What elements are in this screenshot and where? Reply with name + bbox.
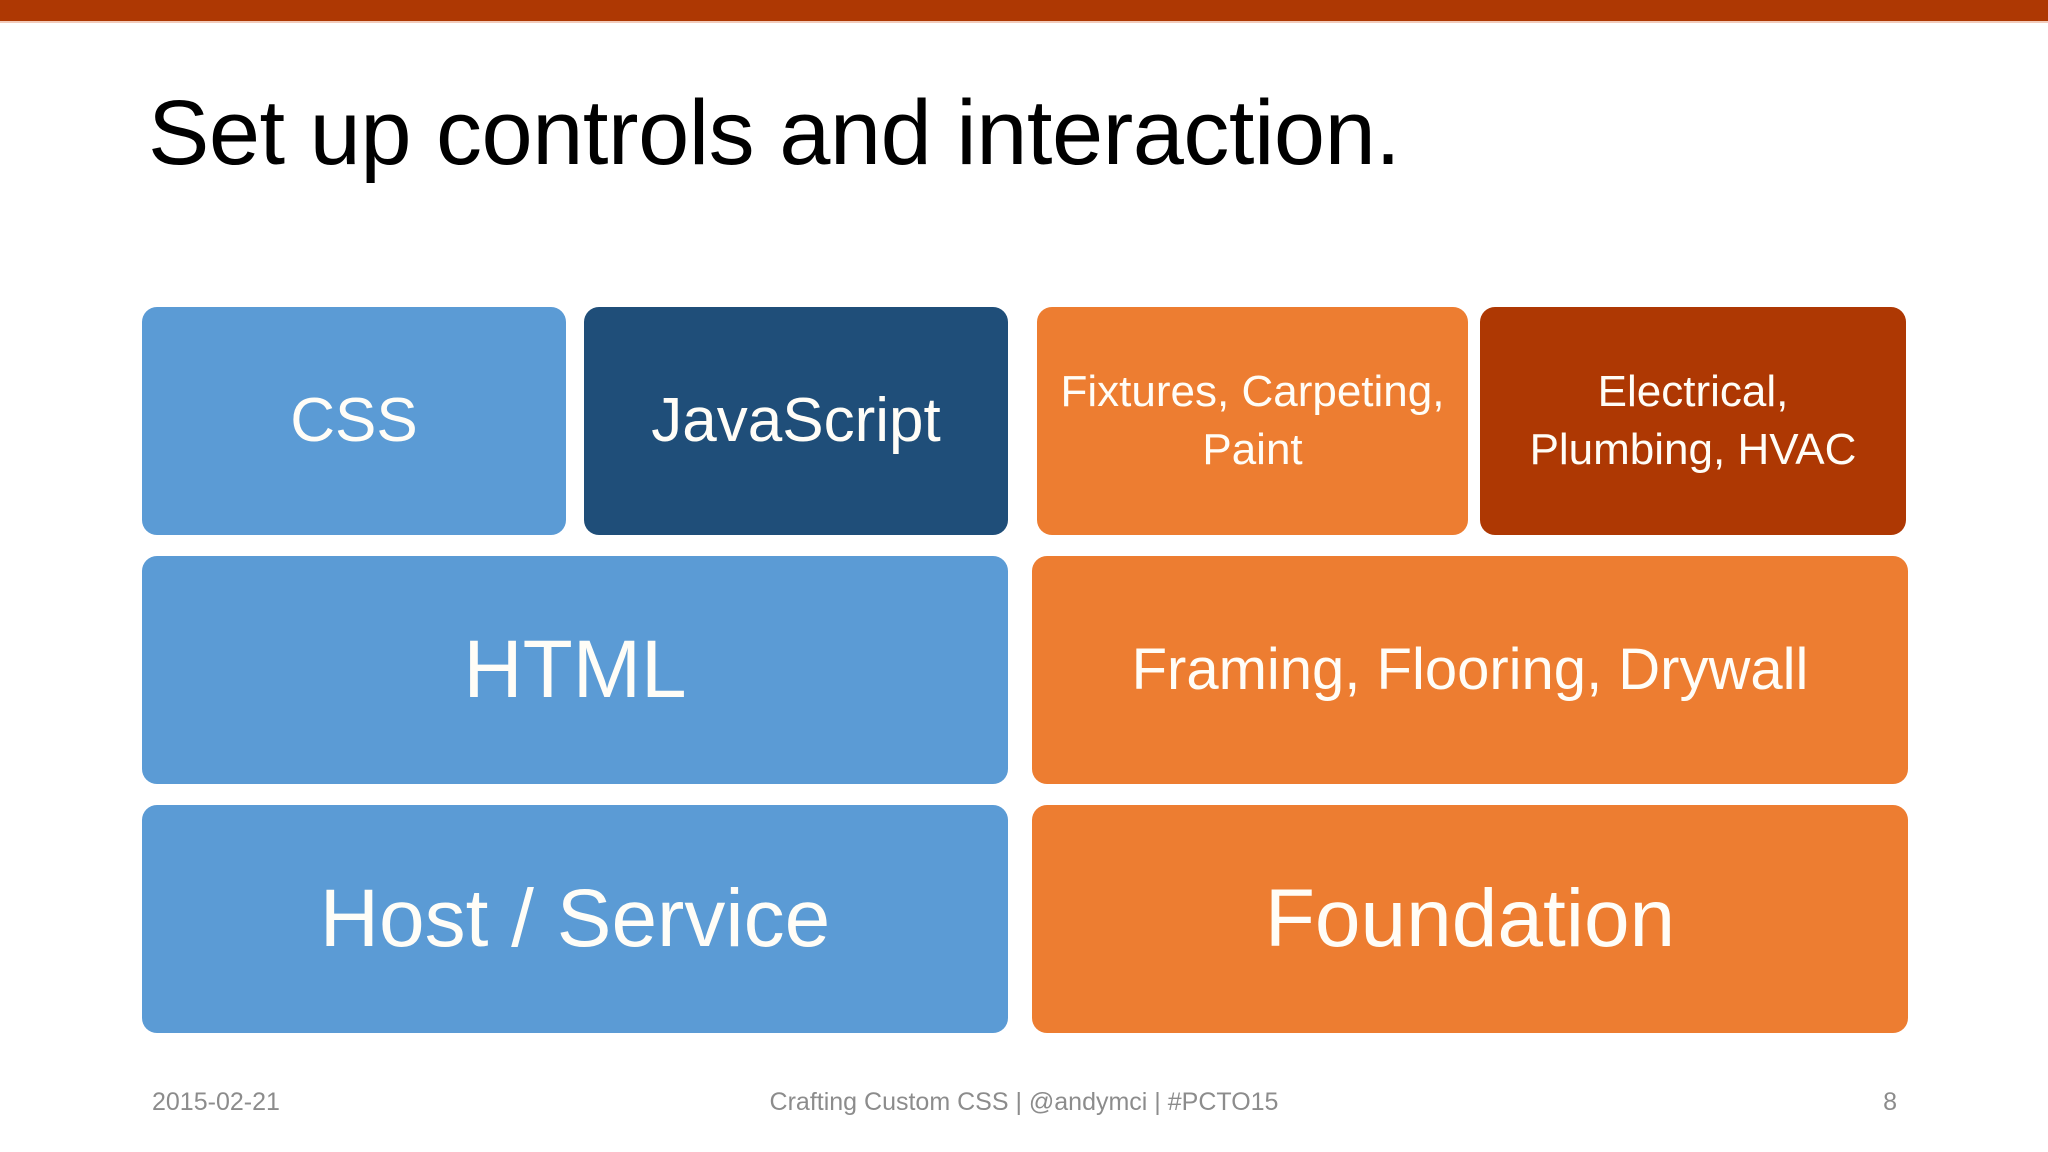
footer-caption: Crafting Custom CSS | @andymci | #PCTO15 — [769, 1088, 1279, 1116]
footer-page-number: 8 — [1883, 1088, 1897, 1116]
diagram-box-electrical-label: Electrical, Plumbing, HVAC — [1529, 366, 1857, 474]
diagram-box-html[interactable]: HTML — [142, 556, 1008, 784]
diagram-box-foundation-label: Foundation — [1264, 872, 1676, 964]
diagram-box-electrical[interactable]: Electrical, Plumbing, HVAC — [1480, 307, 1906, 535]
diagram-box-css-label: CSS — [290, 386, 418, 456]
diagram-box-css[interactable]: CSS — [142, 307, 566, 535]
diagram-box-javascript-label: JavaScript — [651, 386, 941, 456]
diagram-box-foundation[interactable]: Foundation — [1032, 805, 1908, 1033]
top-accent-bar-hairline — [0, 21, 2048, 23]
diagram-box-host-service-label: Host / Service — [319, 872, 831, 964]
page-title: Set up controls and interaction. — [148, 82, 1401, 184]
diagram-box-html-label: HTML — [463, 623, 687, 715]
diagram-box-framing[interactable]: Framing, Flooring, Drywall — [1032, 556, 1908, 784]
top-accent-bar — [0, 0, 2048, 21]
diagram-box-host-service[interactable]: Host / Service — [142, 805, 1008, 1033]
diagram-box-fixtures[interactable]: Fixtures, Carpeting, Paint — [1037, 307, 1468, 535]
diagram-box-fixtures-label: Fixtures, Carpeting, Paint — [1060, 366, 1445, 474]
diagram-box-javascript[interactable]: JavaScript — [584, 307, 1008, 535]
footer-date: 2015-02-21 — [152, 1088, 280, 1116]
diagram-box-framing-label: Framing, Flooring, Drywall — [1131, 636, 1809, 702]
